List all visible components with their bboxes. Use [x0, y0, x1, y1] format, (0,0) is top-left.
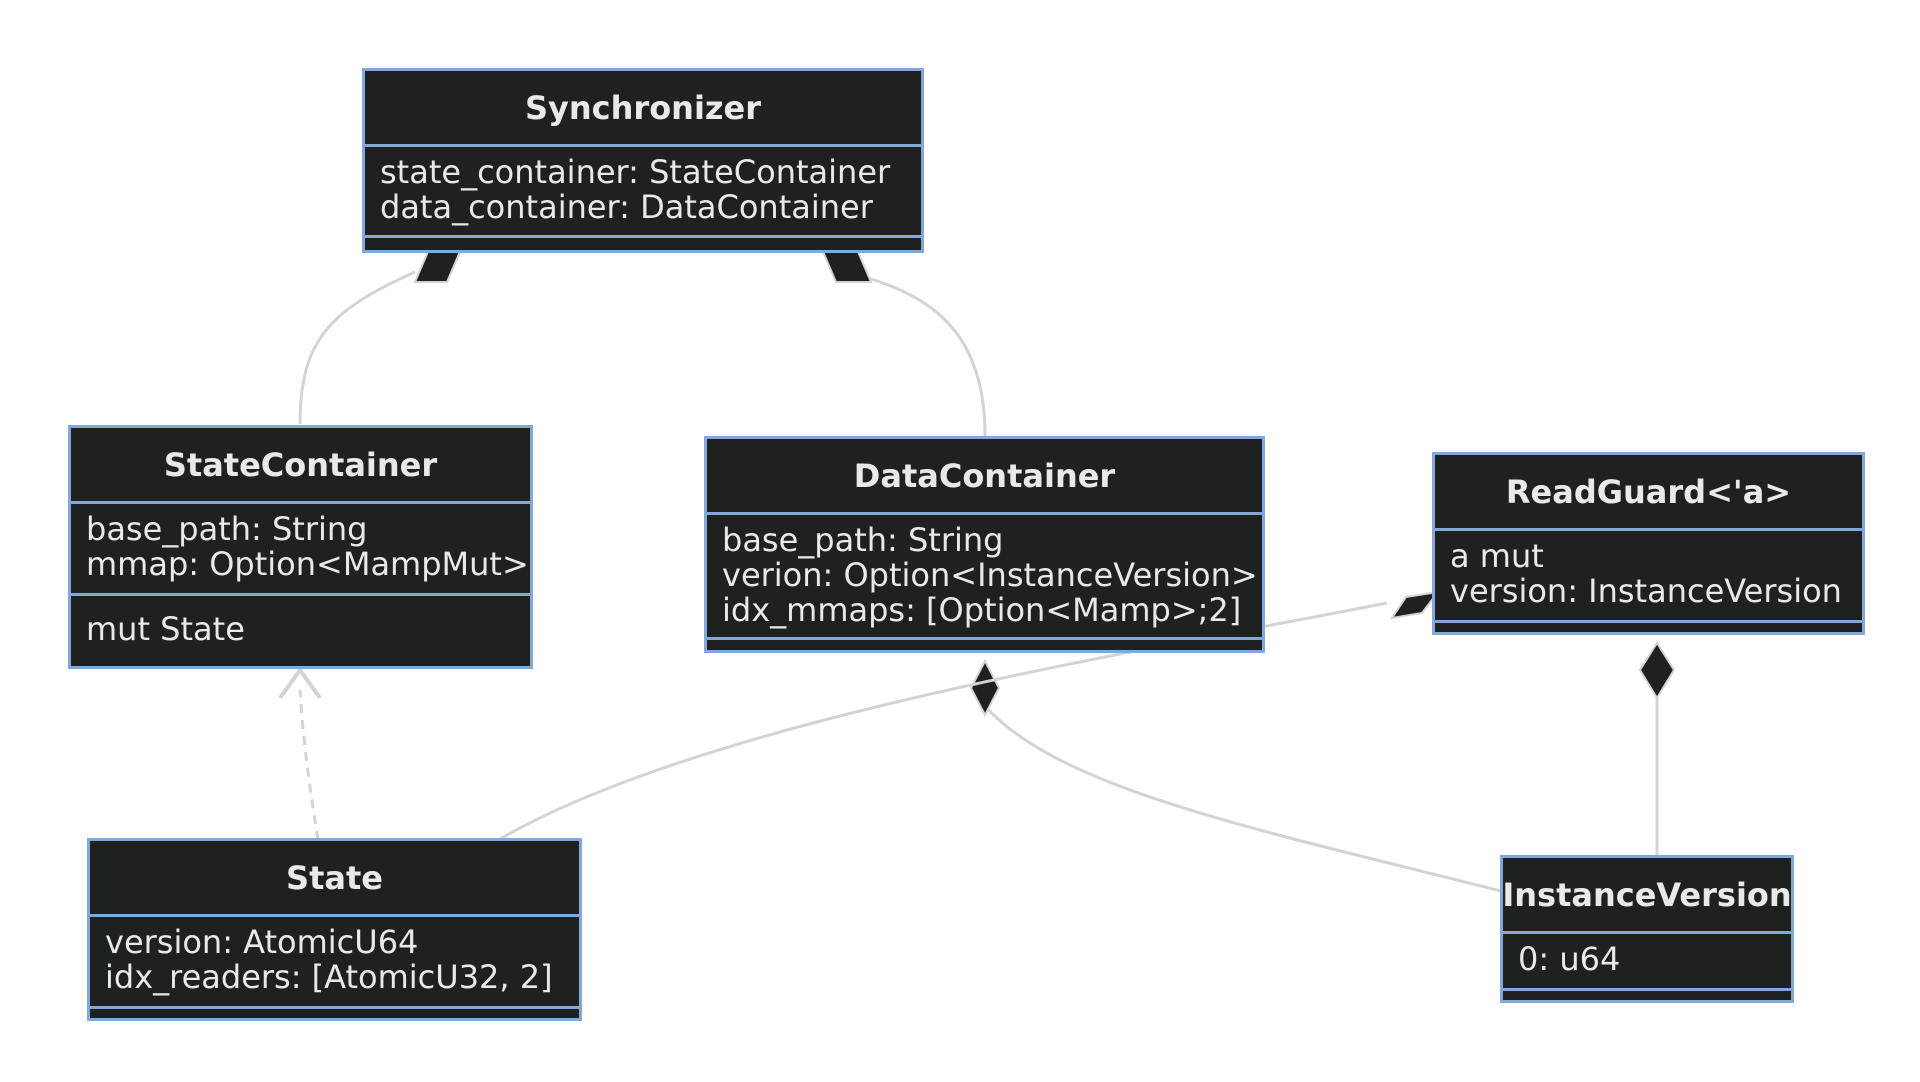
attribute: verion: Option<InstanceVersion>	[722, 556, 1258, 594]
methods-section: mut State	[71, 596, 530, 666]
methods-section	[707, 640, 1262, 650]
composition-diamond-icon	[969, 658, 1001, 718]
class-instanceversion[interactable]: InstanceVersion 0: u64	[1500, 855, 1794, 1003]
link-synchronizer-datacontainer	[867, 276, 987, 437]
class-statecontainer[interactable]: StateContainer base_path: String mmap: O…	[68, 425, 533, 669]
composition-diamond-icon	[1389, 590, 1441, 620]
dependency-arrow-icon	[278, 666, 322, 700]
attribute: version: InstanceVersion	[1450, 572, 1842, 610]
attributes-section: state_container: StateContainer data_con…	[365, 147, 921, 238]
attribute: data_container: DataContainer	[380, 188, 873, 226]
attribute: idx_readers: [AtomicU32, 2]	[105, 958, 553, 996]
class-name: StateContainer	[71, 428, 530, 504]
class-name: InstanceVersion	[1502, 858, 1792, 934]
attributes-section: version: AtomicU64 idx_readers: [AtomicU…	[90, 917, 579, 1009]
attributes-section: a mut version: InstanceVersion	[1435, 531, 1862, 623]
link-synchronizer-statecontainer	[298, 270, 416, 425]
attributes-section: base_path: String mmap: Option<MampMut>	[71, 504, 530, 596]
methods-section	[1503, 991, 1791, 1000]
class-datacontainer[interactable]: DataContainer base_path: String verion: …	[704, 436, 1265, 653]
attribute: state_container: StateContainer	[380, 153, 891, 191]
class-synchronizer[interactable]: Synchronizer state_container: StateConta…	[362, 68, 924, 253]
attribute: base_path: String	[722, 521, 1004, 559]
attributes-section: 0: u64	[1503, 934, 1791, 991]
attribute: base_path: String	[86, 510, 368, 548]
methods-section	[1435, 623, 1862, 632]
attribute: version: AtomicU64	[105, 923, 419, 961]
class-state[interactable]: State version: AtomicU64 idx_readers: [A…	[87, 838, 582, 1021]
method: mut State	[86, 610, 245, 648]
link-datacontainer-instanceversion	[983, 704, 1510, 895]
link-readguard-state	[494, 601, 1388, 844]
class-name: DataContainer	[707, 439, 1262, 515]
attribute: a mut	[1450, 537, 1544, 575]
class-name: Synchronizer	[365, 71, 921, 147]
link-state-statecontainer	[298, 689, 320, 841]
class-name: State	[90, 841, 579, 917]
attribute: 0: u64	[1518, 940, 1621, 978]
attributes-section: base_path: String verion: Option<Instanc…	[707, 515, 1262, 640]
class-readguard[interactable]: ReadGuard<'a> a mut version: InstanceVer…	[1432, 452, 1865, 635]
attribute: mmap: Option<MampMut>	[86, 545, 529, 583]
methods-section	[365, 238, 921, 250]
composition-diamond-icon	[1638, 641, 1676, 700]
attribute: idx_mmaps: [Option<Mamp>;2]	[722, 591, 1242, 629]
methods-section	[90, 1009, 579, 1018]
class-name: ReadGuard<'a>	[1435, 455, 1862, 531]
